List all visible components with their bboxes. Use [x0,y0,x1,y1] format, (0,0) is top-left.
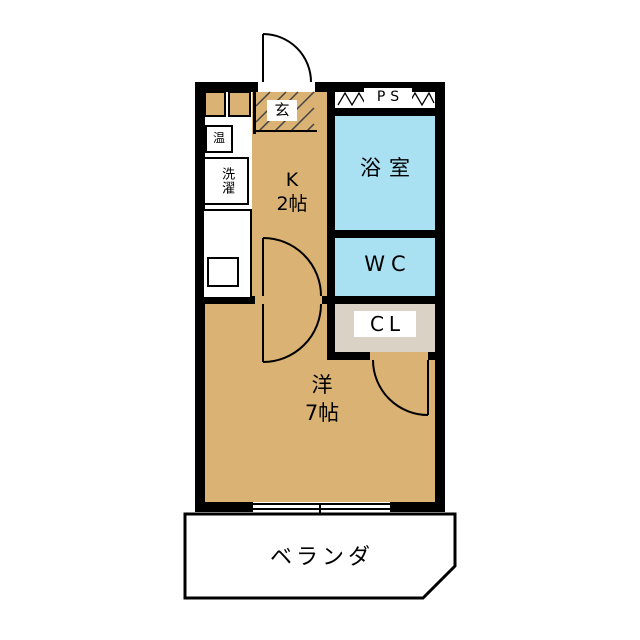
toilet-label: WC [364,252,412,276]
door-swings [262,33,429,416]
entrance-label: 玄 [267,100,297,121]
washer-label: 洗濯 [219,167,235,195]
entrance-step-line [253,130,317,132]
wall-kitchen-west-right [322,296,435,304]
western-room-label: 洋 7帖 [286,371,358,428]
kitchen-label-name: K [285,169,299,191]
pipe-space-label: PS [364,88,412,107]
washer-box [203,157,249,205]
western-room-floor-left [205,304,335,502]
wall-left [195,82,205,512]
wall-center-vertical [327,92,335,360]
western-room-label-name: 洋 [311,373,333,397]
bathroom-floor [335,116,435,230]
water-heater-label: 温 [212,131,225,145]
kitchen-label: K 2帖 [260,169,324,217]
wall-right [435,82,445,512]
toilet-floor [335,238,435,296]
kitchen-door-opening [255,296,322,304]
closet-door-opening [370,352,428,360]
wall-entrance-left [253,92,256,134]
wall-top-left [195,82,258,92]
water-heater-box [205,125,233,153]
window-line-bottom [253,508,390,510]
veranda-outline [183,512,457,600]
kitchen-label-size: 2帖 [276,192,308,215]
veranda-label: ベランダ [269,545,374,570]
shoe-cabinet-right [228,91,251,117]
western-room-door-arc [262,303,322,363]
entrance-door-arc [262,33,312,83]
kitchen-door-arc [262,237,322,297]
wall-bottom-left [195,502,253,512]
window-line-top [253,503,390,505]
wall-closet-west-right [428,352,435,360]
closet-door-arc [372,359,429,416]
wall-bath-toilet [335,230,435,238]
closet-label: CL [354,311,416,337]
wall-top-right [315,82,445,92]
shoe-cabinet-left [204,91,226,117]
western-room-label-size: 7帖 [304,401,340,426]
bathroom-label: 浴室 [360,156,418,180]
wall-ps-bottom [335,108,435,116]
wall-bottom-right [390,502,445,512]
kitchen-sink [207,257,239,287]
western-room-floor-right [335,360,435,502]
wall-closet-west-left [335,352,370,360]
wall-kitchen-west-left [205,296,255,304]
walls [195,82,445,512]
